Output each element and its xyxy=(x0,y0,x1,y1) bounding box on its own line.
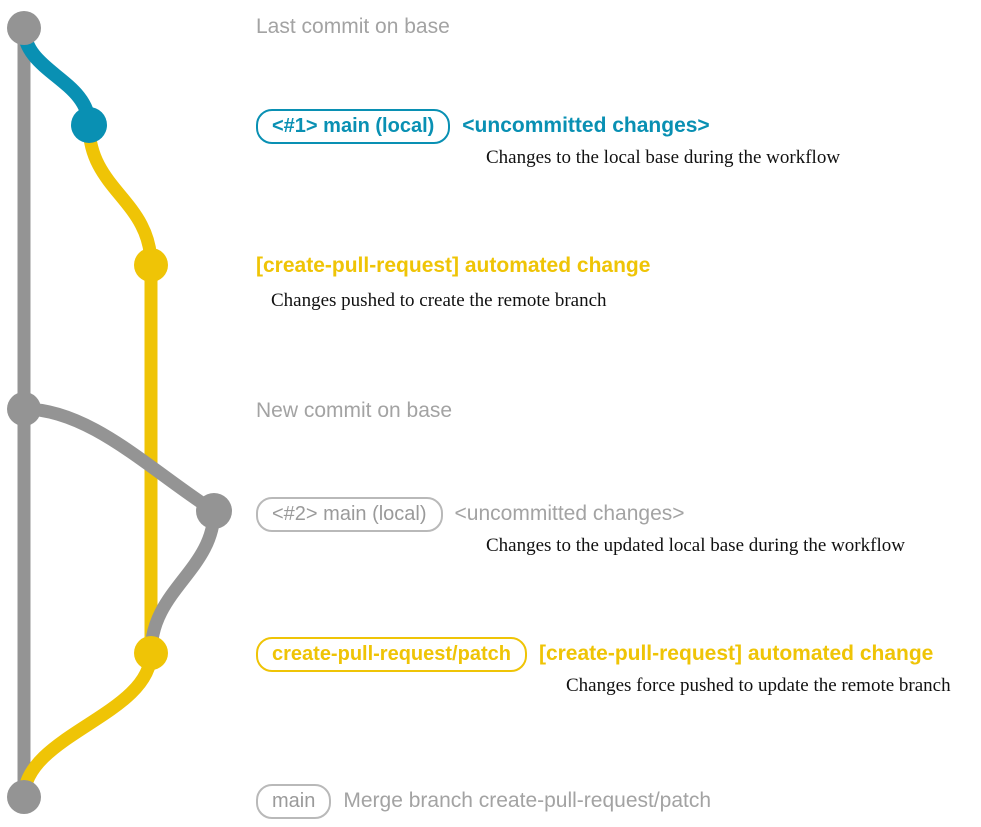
commit-title-new-commit-on-base: New commit on base xyxy=(256,399,453,422)
branch-badge-main-local-1[interactable]: <#1> main (local) xyxy=(256,109,451,144)
commit-subject-merge: Merge branch create-pull-request/patch xyxy=(343,789,712,812)
commit-title-last-commit-on-base: Last commit on base xyxy=(256,15,450,38)
commit-description-local-uncommitted-2: Changes to the updated local base during… xyxy=(486,535,905,556)
node-local-uncommitted-1[interactable] xyxy=(71,107,107,143)
branch-badge-main-local-2[interactable]: <#2> main (local) xyxy=(256,497,443,532)
commit-description-local-uncommitted-1: Changes to the local base during the wor… xyxy=(486,147,841,168)
commit-row-merge-commit: main Merge branch create-pull-request/pa… xyxy=(256,784,711,819)
commit-subject-uncommitted-2: <uncommitted changes> xyxy=(454,502,685,525)
commit-row-local-uncommitted-2: <#2> main (local) <uncommitted changes> xyxy=(256,497,685,532)
branch-badge-create-pull-request-patch[interactable]: create-pull-request/patch xyxy=(256,637,527,672)
node-last-commit-on-base[interactable] xyxy=(7,11,41,45)
commit-subject-uncommitted-1: <uncommitted changes> xyxy=(462,114,710,137)
node-merge-commit[interactable] xyxy=(7,780,41,814)
commit-row-automated-change-2: create-pull-request/patch [create-pull-r… xyxy=(256,637,933,672)
gray-branch-to-local2-line xyxy=(17,402,221,518)
node-automated-change-1[interactable] xyxy=(134,248,168,282)
commit-description-automated-change-1: Changes pushed to create the remote bran… xyxy=(271,290,607,311)
node-new-commit-on-base[interactable] xyxy=(7,392,41,426)
commit-row-local-uncommitted-1: <#1> main (local) <uncommitted changes> xyxy=(256,109,710,144)
yellow-branch-upper-line xyxy=(82,118,158,272)
commit-subject-automated-change-2: [create-pull-request] automated change xyxy=(538,642,934,665)
node-automated-change-2[interactable] xyxy=(134,636,168,670)
gray-branch-local2-to-patch-line xyxy=(144,504,221,660)
node-local-uncommitted-2[interactable] xyxy=(196,493,232,529)
commit-row-automated-change-1: [create-pull-request] automated change xyxy=(256,255,650,276)
branch-badge-main[interactable]: main xyxy=(256,784,332,819)
commit-subject-automated-change-1: [create-pull-request] automated change xyxy=(256,254,651,277)
commit-description-automated-change-2: Changes force pushed to update the remot… xyxy=(566,675,951,696)
yellow-merge-line xyxy=(17,646,158,804)
